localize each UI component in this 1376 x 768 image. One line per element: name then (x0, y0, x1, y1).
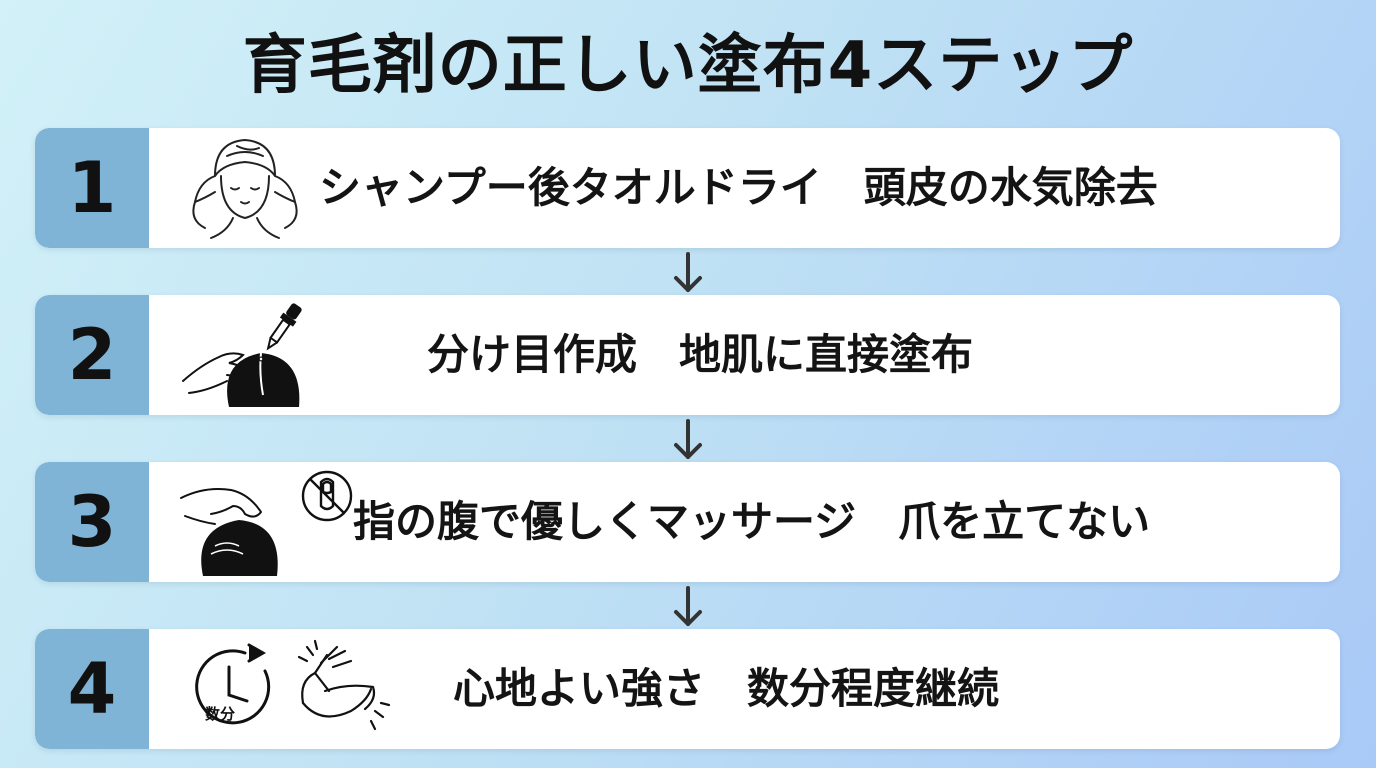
clock-icon: 数分 (175, 629, 285, 749)
step-2-number: 2 (35, 295, 149, 415)
step-1-number: 1 (35, 128, 149, 248)
massage-hands-icon (285, 629, 395, 749)
towel-head-person-icon (175, 128, 315, 248)
arrow-down-icon (670, 584, 706, 630)
arrow-down-icon (670, 250, 706, 296)
step-1-card: 1 シャンプー後タオルドライ 頭皮の水気除去 (35, 128, 1340, 248)
clock-label: 数分 (205, 705, 236, 723)
step-3-number: 3 (35, 462, 149, 582)
step-3-card: 3 指の腹で優しくマッサージ 爪を立てない (35, 462, 1340, 582)
step-4-card: 4 数分 心地よい強さ 数分程度継続 (35, 629, 1340, 749)
arrow-down-icon (670, 417, 706, 463)
fingertip-massage-icon (175, 462, 285, 582)
dropper-on-scalp-icon (175, 295, 315, 415)
step-2-card: 2 分け目作成 地肌に直接塗布 (35, 295, 1340, 415)
step-3-text: 指の腹で優しくマッサージ 爪を立てない (353, 497, 1151, 546)
step-4-number: 4 (35, 629, 149, 749)
step-2-text: 分け目作成 地肌に直接塗布 (427, 330, 974, 379)
page-title: 育毛剤の正しい塗布4ステップ (242, 29, 1134, 103)
step-1-text: シャンプー後タオルドライ 頭皮の水気除去 (319, 163, 1158, 212)
no-nails-icon (285, 462, 365, 582)
step-4-text: 心地よい強さ 数分程度継続 (453, 664, 1000, 713)
